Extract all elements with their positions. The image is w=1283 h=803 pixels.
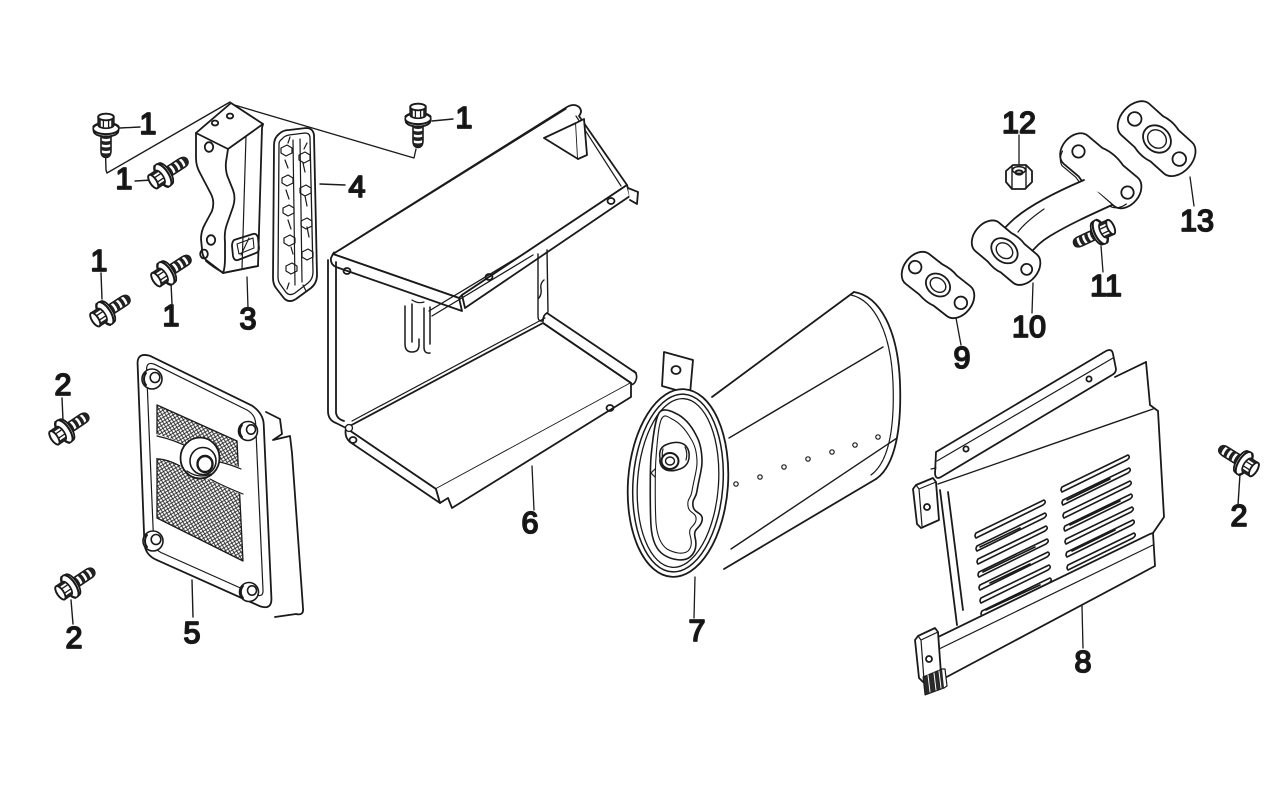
svg-text:13: 13	[1180, 204, 1214, 238]
svg-text:1: 1	[116, 162, 133, 196]
svg-text:11: 11	[1090, 269, 1122, 303]
svg-text:1: 1	[140, 107, 157, 141]
svg-text:1: 1	[456, 101, 473, 135]
svg-text:7: 7	[689, 614, 706, 648]
svg-text:4: 4	[349, 170, 366, 204]
svg-text:1: 1	[91, 244, 108, 278]
svg-text:5: 5	[184, 616, 201, 650]
svg-text:12: 12	[1002, 106, 1036, 140]
svg-text:6: 6	[522, 506, 539, 540]
svg-text:3: 3	[240, 302, 257, 336]
svg-text:10: 10	[1012, 310, 1046, 344]
svg-text:1: 1	[163, 299, 180, 333]
svg-text:2: 2	[66, 621, 83, 655]
svg-text:9: 9	[954, 341, 971, 375]
svg-text:2: 2	[1231, 499, 1248, 533]
svg-text:8: 8	[1075, 645, 1092, 679]
svg-text:2: 2	[55, 368, 72, 402]
